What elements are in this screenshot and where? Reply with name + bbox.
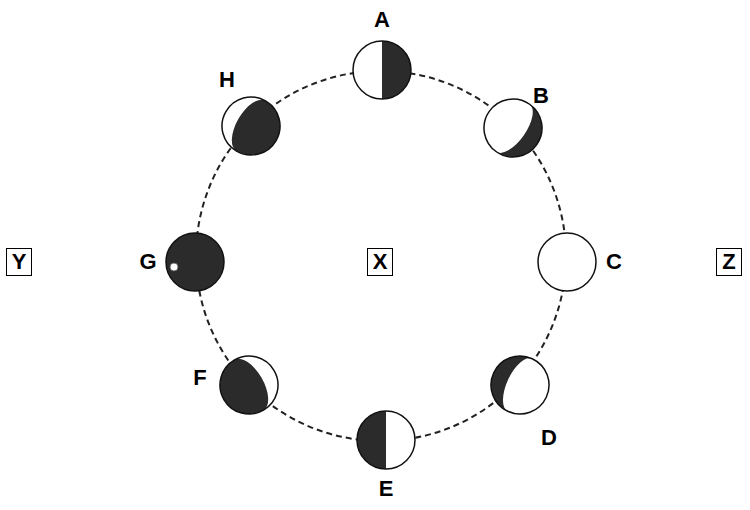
phase-letter: G bbox=[139, 250, 156, 274]
moon-spot bbox=[170, 263, 178, 271]
moon-shadow bbox=[382, 41, 411, 99]
moon-phase bbox=[353, 41, 411, 99]
phase-letter: C bbox=[606, 250, 622, 274]
boxed-letter: Y bbox=[6, 248, 33, 276]
moon-outline bbox=[481, 346, 558, 423]
moon-outline bbox=[538, 233, 596, 291]
moon-disc bbox=[353, 41, 411, 99]
moon-outline bbox=[209, 345, 288, 424]
moon-disc bbox=[209, 345, 288, 424]
moon-disc bbox=[166, 233, 224, 291]
orbit-path bbox=[196, 71, 566, 441]
moon-phase bbox=[209, 345, 288, 424]
moon-outline bbox=[166, 233, 224, 291]
moon-shadow bbox=[357, 411, 386, 469]
moon-phase bbox=[538, 233, 596, 291]
node-text: Y bbox=[12, 250, 27, 274]
phase-letter: H bbox=[219, 68, 235, 92]
node-text: Z bbox=[722, 250, 735, 274]
moon-phase bbox=[357, 411, 415, 469]
moon-disc bbox=[538, 233, 596, 291]
moon-phase bbox=[166, 233, 224, 291]
moon-phase bbox=[211, 86, 290, 165]
moon-disc bbox=[211, 86, 290, 165]
moon-disc bbox=[481, 346, 558, 423]
phase-letter: B bbox=[533, 84, 549, 108]
moon-outline bbox=[353, 41, 411, 99]
phase-letter: A bbox=[374, 8, 390, 32]
boxed-letter: X bbox=[367, 248, 394, 276]
boxed-letter: Z bbox=[716, 248, 741, 276]
moon-outline bbox=[211, 86, 290, 165]
phase-letter: E bbox=[379, 477, 394, 501]
moon-phase bbox=[481, 346, 558, 423]
phase-letter: D bbox=[541, 426, 557, 450]
node-text: X bbox=[373, 250, 388, 274]
moon-shadow bbox=[496, 104, 553, 168]
phase-letter: F bbox=[193, 366, 206, 390]
moon-disc bbox=[357, 411, 415, 469]
moon-outline bbox=[357, 411, 415, 469]
